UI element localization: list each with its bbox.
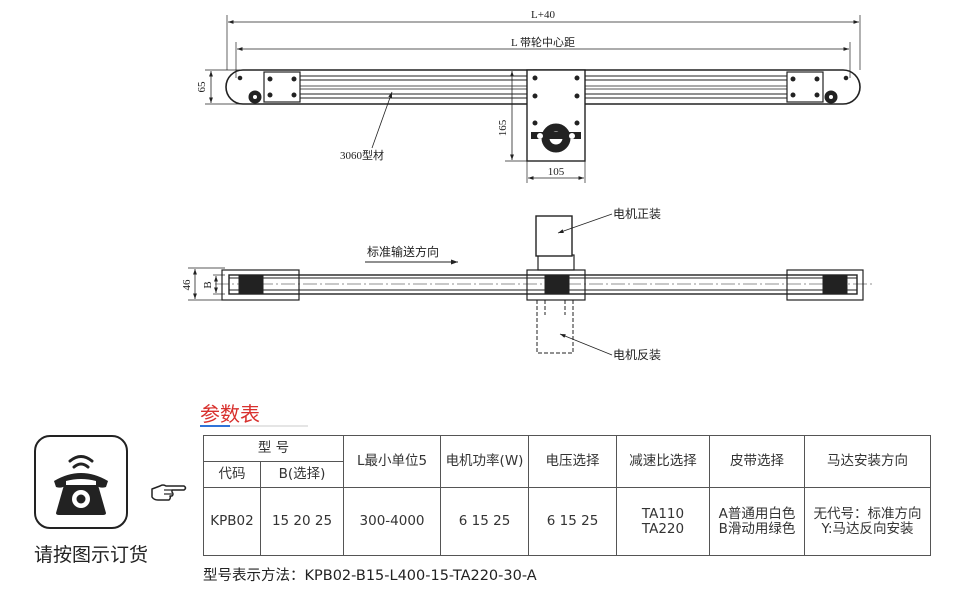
header-reduction-ratio: 减速比选择 bbox=[616, 435, 711, 488]
profile-label: 3060型材 bbox=[340, 148, 384, 162]
params-table: 型 号 L最小单位5 电机功率(W) 电压选择 减速比选择 皮带选择 马达安装方… bbox=[202, 435, 932, 556]
pointing-hand-icon bbox=[151, 484, 187, 501]
cell-l-range: 300-4000 bbox=[343, 487, 442, 556]
telephone-icon bbox=[54, 455, 108, 515]
motor-width-label: 105 bbox=[548, 166, 565, 178]
header-b-select: B(选择) bbox=[259, 461, 345, 488]
order-instruction-label: 请按图示订货 bbox=[34, 544, 149, 566]
model-example: 型号表示方法：KPB02-B15-L400-15-TA220-30-A bbox=[203, 568, 537, 584]
motor-reverse-icon bbox=[536, 299, 574, 354]
center-distance-label: L 带轮中心距 bbox=[511, 35, 575, 49]
header-belt: 皮带选择 bbox=[709, 435, 806, 488]
header-motor-power: 电机功率(W) bbox=[440, 435, 530, 488]
technical-drawing: L+40 L 带轮中心距 65 165 105 3060型材 bbox=[181, 9, 873, 362]
motor-reverse-label: 电机反装 bbox=[613, 348, 661, 362]
cell-belt: A普通用白色 B滑动用绿色 bbox=[709, 487, 806, 556]
side-height-label: 46 bbox=[181, 279, 193, 291]
phone-card bbox=[34, 435, 128, 529]
cell-ratio: TA110 TA220 bbox=[616, 487, 711, 556]
header-code: 代码 bbox=[203, 461, 261, 488]
cell-mount: 无代号：标准方向 Y:马达反向安装 bbox=[804, 487, 932, 556]
params-heading: 参数表 bbox=[200, 402, 260, 426]
motor-normal-label: 电机正装 bbox=[613, 207, 661, 221]
header-voltage: 电压选择 bbox=[528, 435, 618, 488]
overall-length-label: L+40 bbox=[531, 9, 555, 21]
side-view-labels: 电机正装 电机反装 标准输送方向 46 B bbox=[181, 207, 661, 362]
top-view-labels: L+40 L 带轮中心距 65 165 105 3060型材 bbox=[196, 9, 575, 178]
conveyor-frame-outline bbox=[225, 69, 861, 105]
direction-label: 标准输送方向 bbox=[367, 244, 439, 259]
cell-b-values: 15 20 25 bbox=[259, 487, 345, 556]
cell-code: KPB02 bbox=[203, 487, 261, 556]
motor-normal-icon bbox=[535, 215, 573, 257]
side-view bbox=[188, 213, 873, 356]
belt-width-label: B bbox=[202, 281, 214, 288]
header-l-min-unit: L最小单位5 bbox=[343, 435, 442, 488]
cell-power: 6 15 25 bbox=[440, 487, 530, 556]
top-view bbox=[205, 15, 861, 183]
heading-underline bbox=[200, 425, 308, 427]
motor-height-label: 165 bbox=[497, 119, 509, 136]
side-frame bbox=[228, 274, 858, 295]
header-motor-mount: 马达安装方向 bbox=[804, 435, 932, 488]
header-model: 型 号 bbox=[202, 435, 345, 462]
cell-voltage: 6 15 25 bbox=[528, 487, 618, 556]
height-label: 65 bbox=[196, 81, 208, 93]
drive-gear-icon bbox=[531, 123, 581, 153]
